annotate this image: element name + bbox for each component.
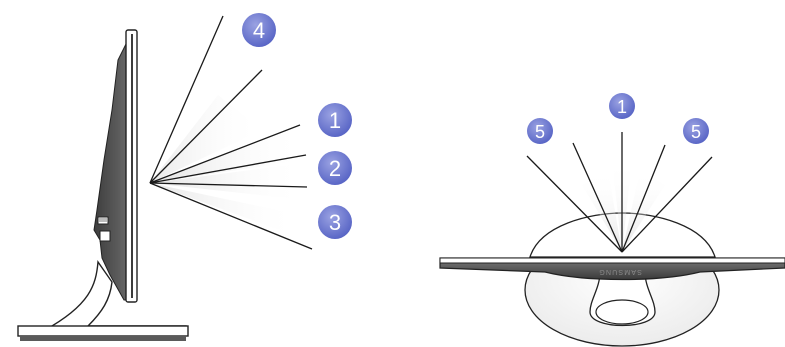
badge-label: 5 [535, 122, 545, 142]
badge-label: 1 [617, 97, 627, 117]
angle-line-left-outer [526, 155, 623, 253]
angle-line-top [149, 15, 224, 184]
angle-line-left-inner [572, 142, 623, 253]
badge-angle-5-left: 5 [527, 118, 553, 144]
badge-angle-5-right: 5 [683, 118, 709, 144]
side-monitor-back [93, 39, 131, 301]
angle-line-lower [149, 182, 313, 250]
side-view: 4 1 2 3 [17, 13, 352, 341]
side-stand [17, 260, 189, 341]
badge-label: 1 [329, 108, 341, 133]
badge-angle-1-top: 1 [609, 93, 635, 119]
side-view-haze [150, 95, 305, 232]
badge-label: 4 [253, 18, 265, 43]
badge-angle-2: 2 [318, 151, 352, 185]
top-view-angle-lines [526, 132, 713, 253]
top-view: SAMSUNG 1 5 5 [439, 93, 785, 347]
angle-line-right-inner [621, 144, 666, 253]
badge-label: 5 [691, 122, 701, 142]
angle-line-upper-2 [149, 69, 263, 184]
angle-line-middle-1 [149, 154, 307, 184]
badge-angle-3: 3 [318, 205, 352, 239]
angle-line-middle-2 [149, 182, 308, 188]
brand-logo: SAMSUNG [598, 268, 642, 275]
angle-line-right-outer [621, 156, 713, 253]
side-view-angle-lines [149, 15, 313, 250]
badge-label: 2 [329, 156, 341, 181]
badge-angle-1-side: 1 [318, 103, 352, 137]
badge-angle-4: 4 [242, 13, 276, 47]
badge-label: 3 [329, 210, 341, 235]
angle-line-upper [149, 124, 301, 184]
